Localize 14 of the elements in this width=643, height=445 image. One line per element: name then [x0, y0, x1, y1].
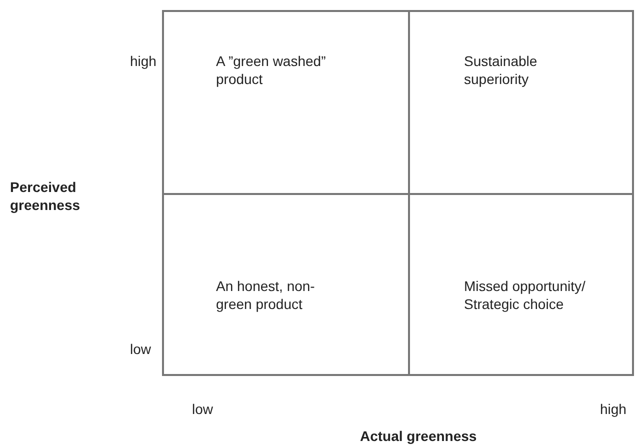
- axis-title: Perceived greenness: [10, 178, 82, 214]
- quadrant-text: Sustainable superiority: [464, 52, 538, 88]
- quadrant-text: A ”green washed” product: [216, 52, 327, 88]
- axis-tick-label: high: [600, 400, 626, 418]
- quadrant-cell: [162, 10, 410, 195]
- axis-tick-label: low: [192, 400, 214, 418]
- axis-tick-label: high: [130, 52, 156, 70]
- quadrant-cell: [162, 193, 410, 376]
- axis-title: Actual greenness: [360, 427, 477, 445]
- quadrant-text: An honest, non-green product: [216, 277, 316, 313]
- quadrant-text: Missed opportunity/ Strategic choice: [464, 277, 586, 313]
- quadrant-cell: [408, 193, 634, 376]
- axis-tick-label: low: [130, 340, 152, 358]
- quadrant-cell: [408, 10, 634, 195]
